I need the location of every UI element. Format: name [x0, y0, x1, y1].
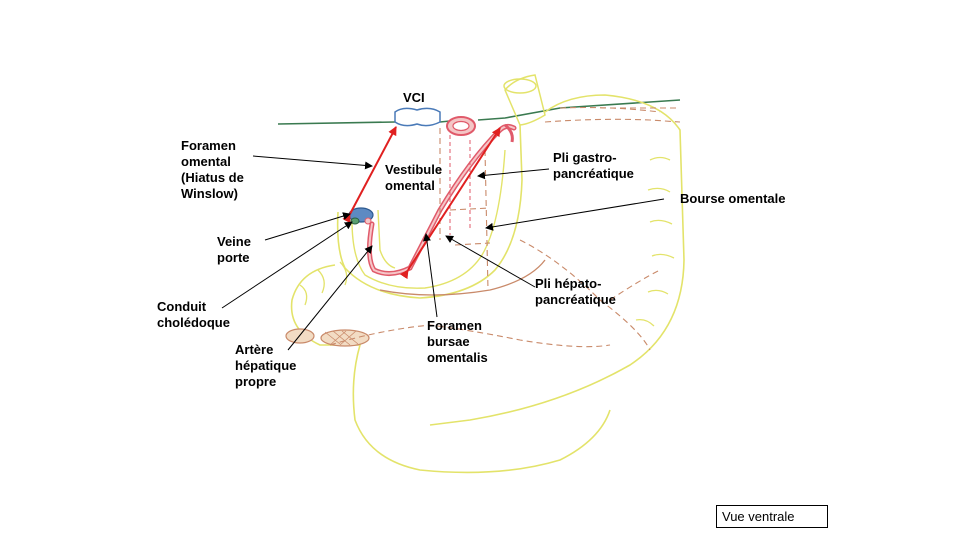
leader-veine-porte [264, 212, 351, 241]
foramen-bursae-red-arrow [399, 127, 501, 280]
posterior-wall-line [277, 99, 681, 125]
leader-foramen-omental [252, 155, 373, 170]
artery-return [504, 123, 514, 143]
label-foramen-omental: Foramen omental (Hiatus de Winslow) [181, 138, 244, 201]
duodenum-outline [290, 264, 611, 474]
lesser-omentum-outline [336, 124, 523, 299]
label-vci: VCI [403, 90, 425, 105]
hepatic-artery [366, 123, 517, 276]
hepatic-artery-inner [368, 125, 515, 275]
label-pli-hepato-pancreatique: Pli hépato- pancréatique [535, 276, 616, 307]
artery-section [364, 217, 372, 225]
pylorus-hatch [324, 330, 359, 346]
label-foramen-bursae-omentalis: Foramen bursae omentalis [427, 318, 488, 365]
dashed-contours [329, 106, 681, 351]
lesser-sac-lower-edge [379, 259, 546, 296]
vci-vessel [394, 107, 441, 127]
label-vestibule-omental: Vestibule omental [385, 162, 443, 193]
bile-duct-vessel [350, 217, 360, 225]
pylorus-left [285, 328, 315, 344]
leader-foramen-bursae [422, 233, 438, 318]
aorta-lumen [452, 120, 470, 132]
leader-conduit [221, 221, 353, 309]
leader-artere [287, 245, 373, 351]
stomach-rugae [635, 156, 675, 327]
oesophagus-opening [503, 78, 537, 94]
leader-pli-gastro [477, 168, 550, 180]
label-veine-porte: Veine porte [217, 234, 251, 265]
vestibule-wall [377, 209, 396, 269]
label-artere-hepatique-propre: Artère hépatique propre [235, 342, 297, 389]
label-bourse-omentale: Bourse omentale [680, 191, 786, 206]
foramen-omental-red-arrow [342, 126, 397, 224]
leader-bourse [485, 198, 665, 231]
stomach-outline [429, 94, 685, 426]
leader-pli-hepato [445, 235, 536, 288]
label-pli-gastro-pancreatique: Pli gastro- pancréatique [553, 150, 634, 181]
label-conduit-choledoque: Conduit cholédoque [157, 299, 230, 330]
oesophagus [504, 74, 546, 126]
view-orientation-label: Vue ventrale [716, 505, 828, 528]
duodenum-folds [299, 261, 348, 306]
